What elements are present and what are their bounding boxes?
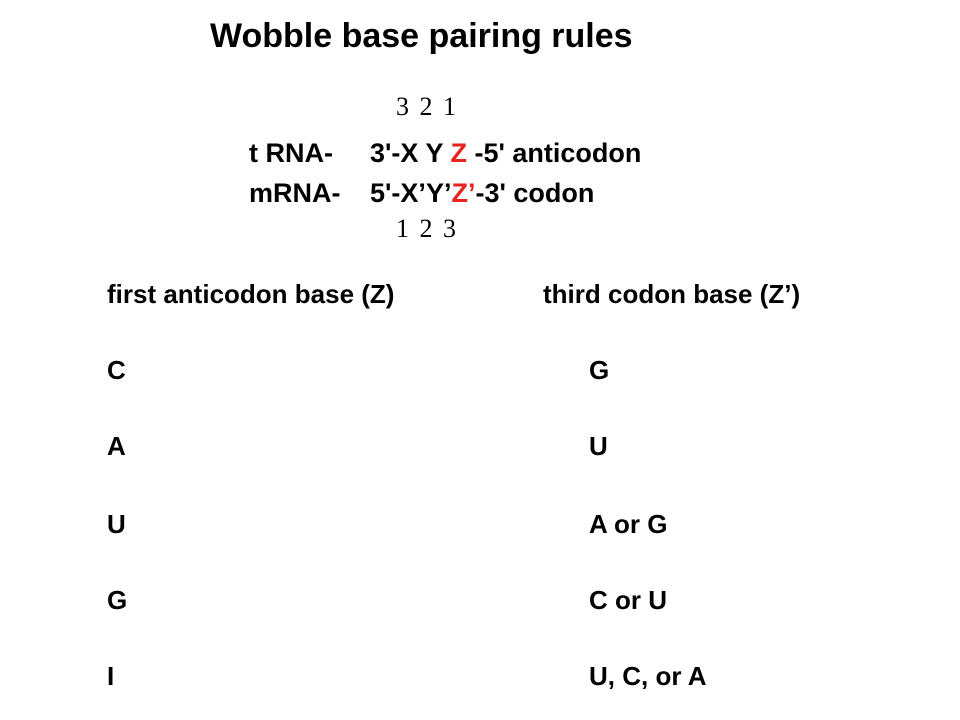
mrna-label: mRNA- <box>249 178 341 208</box>
trna-suffix: -5' anticodon <box>466 138 642 168</box>
anticodon-position-numbers: 3 2 1 <box>396 92 456 121</box>
trna-wobble-base: Z <box>450 138 467 168</box>
mrna-suffix: -3' codon <box>475 178 595 208</box>
anticodon-base-cell: U <box>107 509 126 539</box>
codon-base-cell: C or U <box>589 585 667 615</box>
trna-label: t RNA- <box>249 138 333 168</box>
codon-base-cell: G <box>589 355 610 385</box>
trna-prefix: 3'-X Y <box>370 138 451 168</box>
anticodon-base-cell: G <box>107 585 128 615</box>
trna-sequence: 3'-X Y Z -5' anticodon <box>370 136 641 170</box>
column-header-codon: third codon base (Z’) <box>543 279 801 309</box>
codon-position-numbers: 1 2 3 <box>396 214 456 243</box>
mrna-wobble-base: Z’ <box>451 178 476 208</box>
codon-base-cell: U <box>589 431 608 461</box>
codon-base-cell: U, C, or A <box>589 661 707 691</box>
slide-title: Wobble base pairing rules <box>210 17 633 55</box>
column-header-anticodon: first anticodon base (Z) <box>107 279 395 309</box>
codon-base-cell: A or G <box>589 509 668 539</box>
anticodon-base-cell: I <box>107 661 115 691</box>
anticodon-base-cell: A <box>107 431 126 461</box>
anticodon-base-cell: C <box>107 355 126 385</box>
mrna-sequence: 5'-X’Y’Z’-3' codon <box>370 176 594 210</box>
mrna-prefix: 5'-X’Y’ <box>370 178 452 208</box>
